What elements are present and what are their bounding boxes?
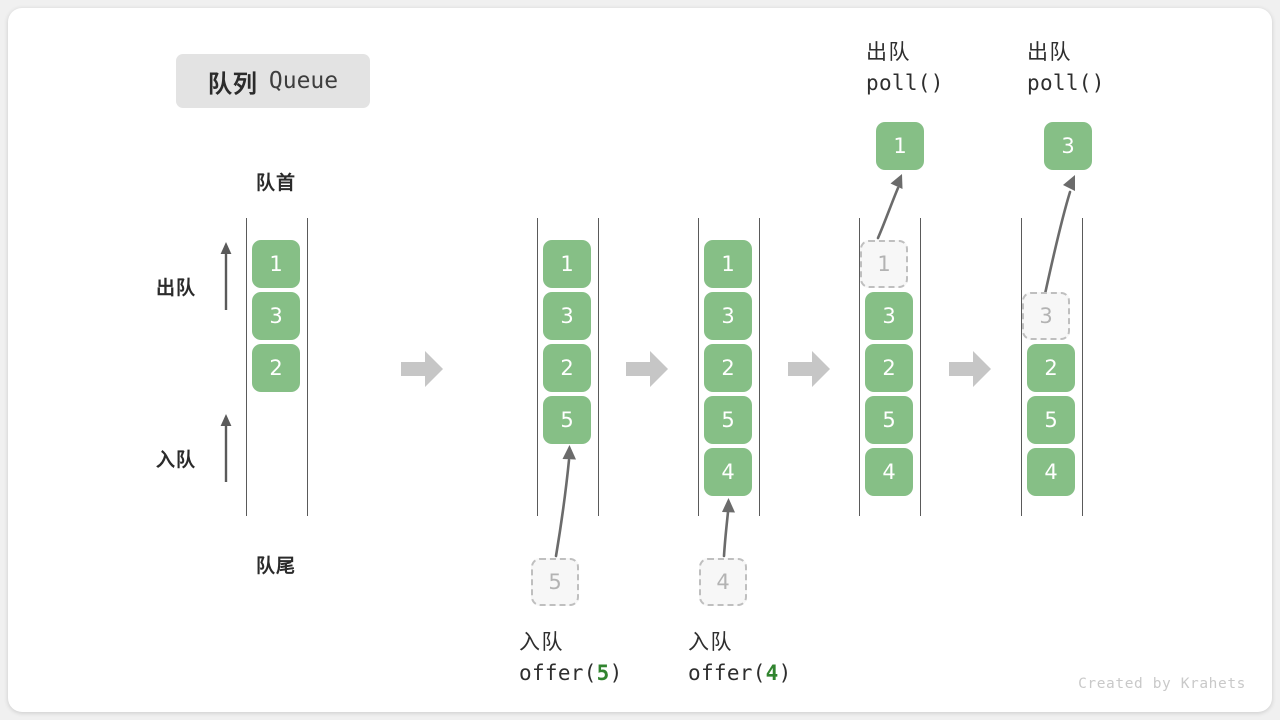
queue-block: 2 bbox=[865, 344, 913, 392]
queue-block: 2 bbox=[1027, 344, 1075, 392]
queue-block: 3 bbox=[252, 292, 300, 340]
title-cn: 队列 bbox=[207, 70, 258, 98]
step-arrow-icon bbox=[949, 351, 991, 387]
enqueue-curve-arrow-icon bbox=[722, 498, 735, 558]
step-arrow-icon bbox=[401, 351, 443, 387]
caption-cn: 入队 bbox=[688, 631, 733, 654]
column-caption: 出队 poll() bbox=[1027, 38, 1105, 99]
rail-left-col4 bbox=[859, 218, 860, 516]
caption-cn: 出队 bbox=[1027, 41, 1072, 64]
column-caption: 入队 offer(5) bbox=[519, 628, 623, 689]
column-caption: 入队 offer(4) bbox=[688, 628, 792, 689]
rail-left-col3 bbox=[698, 218, 699, 516]
dequeue-curve-arrow-icon bbox=[1043, 175, 1075, 296]
queue-block: 1 bbox=[704, 240, 752, 288]
caption-cn: 出队 bbox=[866, 41, 911, 64]
dequeue-direction-label: 出队 bbox=[156, 278, 197, 299]
queue-block: 4 bbox=[1027, 448, 1075, 496]
queue-block: 5 bbox=[1027, 396, 1075, 444]
queue-block-new: 5 bbox=[543, 396, 591, 444]
rail-right-col4 bbox=[920, 218, 921, 516]
enqueue-curve-arrow-icon bbox=[554, 445, 576, 558]
caption-code: offer(4) bbox=[688, 661, 792, 686]
rail-left-col2 bbox=[537, 218, 538, 516]
removed-block: 1 bbox=[860, 240, 908, 288]
rail-right-col2 bbox=[598, 218, 599, 516]
removed-block: 3 bbox=[1022, 292, 1070, 340]
enqueue-direction-arrow-icon bbox=[220, 414, 232, 482]
queue-block: 5 bbox=[704, 396, 752, 444]
credit-text: Created by Krahets bbox=[1078, 676, 1246, 692]
queue-block: 4 bbox=[865, 448, 913, 496]
rear-label: 队尾 bbox=[255, 556, 296, 577]
queue-block: 1 bbox=[252, 240, 300, 288]
poll-result-block: 1 bbox=[876, 122, 924, 170]
title-badge: 队列 Queue bbox=[176, 54, 370, 108]
title-en: Queue bbox=[268, 68, 339, 94]
rail-left-col5 bbox=[1021, 218, 1022, 516]
caption-arg: 5 bbox=[596, 661, 610, 686]
poll-result-block: 3 bbox=[1044, 122, 1092, 170]
caption-cn: 入队 bbox=[519, 631, 564, 654]
rail-right-col3 bbox=[759, 218, 760, 516]
rail-left-col1 bbox=[246, 218, 247, 516]
ghost-block: 4 bbox=[699, 558, 747, 606]
caption-arg: 4 bbox=[765, 661, 779, 686]
enqueue-direction-label: 入队 bbox=[156, 450, 197, 471]
queue-block: 5 bbox=[865, 396, 913, 444]
step-arrow-icon bbox=[626, 351, 668, 387]
queue-block-new: 4 bbox=[704, 448, 752, 496]
ghost-block: 5 bbox=[531, 558, 579, 606]
dequeue-direction-arrow-icon bbox=[220, 242, 232, 310]
step-arrow-icon bbox=[788, 351, 830, 387]
dequeue-curve-arrow-icon bbox=[876, 174, 903, 240]
queue-block: 3 bbox=[704, 292, 752, 340]
diagram-card: 队列 Queue 队首 1 3 2 队尾 出队 入队 1 3 2 5 5 入队 … bbox=[8, 8, 1272, 712]
column-caption: 出队 poll() bbox=[866, 38, 944, 99]
rail-right-col1 bbox=[307, 218, 308, 516]
queue-block: 3 bbox=[865, 292, 913, 340]
front-label: 队首 bbox=[255, 173, 296, 194]
queue-block: 1 bbox=[543, 240, 591, 288]
caption-code: poll() bbox=[1027, 71, 1105, 96]
queue-block: 2 bbox=[252, 344, 300, 392]
rail-right-col5 bbox=[1082, 218, 1083, 516]
queue-block: 3 bbox=[543, 292, 591, 340]
queue-block: 2 bbox=[543, 344, 591, 392]
caption-code: poll() bbox=[866, 71, 944, 96]
caption-code: offer(5) bbox=[519, 661, 623, 686]
queue-block: 2 bbox=[704, 344, 752, 392]
